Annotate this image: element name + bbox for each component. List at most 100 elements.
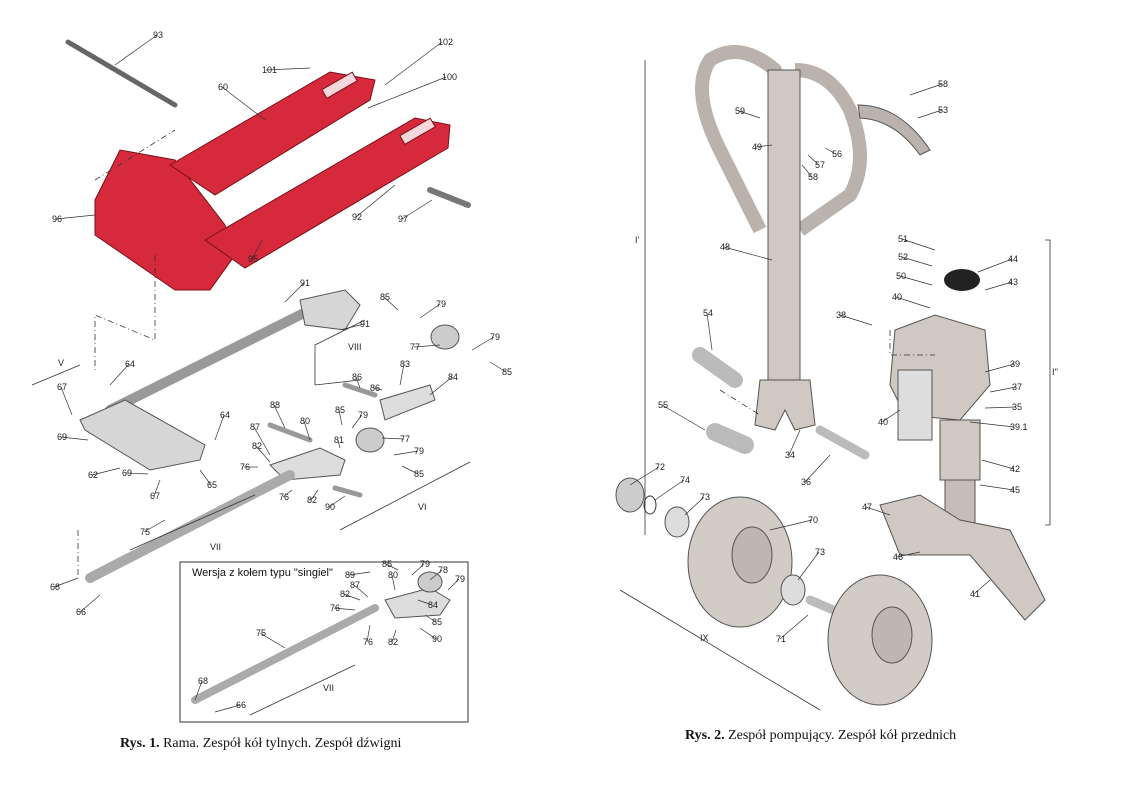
inset-rod-75 <box>191 604 379 704</box>
inset-title: Wersja z kołem typu "singiel" <box>192 567 333 579</box>
leader-line <box>417 599 433 606</box>
figure2-caption: Rys. 2. Zespół pompujący. Zespół kół prz… <box>685 728 956 744</box>
part-callout-90: 90 <box>432 634 442 644</box>
leader-line <box>385 563 399 571</box>
part-callout-85: 85 <box>432 617 442 627</box>
figure1-frame-parts <box>31 39 471 723</box>
figure2-center-lines <box>719 330 935 416</box>
part-callout-vii: VII <box>210 542 221 552</box>
part-callout-102: 102 <box>438 37 453 47</box>
leader-line <box>738 110 761 119</box>
roller-77-lower <box>355 427 385 453</box>
leader-line <box>401 199 433 220</box>
part-callout-45: 45 <box>1010 485 1020 495</box>
leader-line <box>393 450 419 456</box>
part-callout-50: 50 <box>896 271 906 281</box>
part-callout-78: 78 <box>438 565 448 575</box>
leader-line <box>755 144 773 148</box>
part-callout-76: 76 <box>240 462 250 472</box>
part-callout-79: 79 <box>436 299 446 309</box>
part-callout-93: 93 <box>153 30 163 40</box>
lever-62 <box>79 399 206 471</box>
leader-line <box>969 421 1015 428</box>
figure2-section-lines <box>619 60 1051 711</box>
pin-86a <box>342 382 378 398</box>
leader-line <box>214 704 241 713</box>
leader-line <box>471 336 495 351</box>
part-callout-66: 66 <box>236 700 246 710</box>
leader-line <box>366 624 371 643</box>
bearing-73b <box>780 574 806 606</box>
leader-line <box>284 282 305 303</box>
wheel-70-hub <box>731 526 773 584</box>
part-callout-39-1: 39.1 <box>1010 422 1028 432</box>
leader-line <box>839 314 873 326</box>
figure1-section-brackets <box>31 319 471 551</box>
link-83 <box>379 384 436 421</box>
leader-line <box>251 239 263 260</box>
part-callout-43: 43 <box>1008 277 1018 287</box>
leader-line <box>60 386 73 416</box>
wheel-71-hub <box>871 606 913 664</box>
pin-36 <box>815 425 870 460</box>
part-callout-62: 62 <box>88 470 98 480</box>
leader-line <box>303 420 311 441</box>
part-callout-34: 34 <box>785 450 795 460</box>
part-callout-100: 100 <box>442 72 457 82</box>
leader-line <box>79 594 101 613</box>
leader-line <box>253 426 271 456</box>
part-callout-83: 83 <box>400 359 410 369</box>
leader-line <box>896 551 921 558</box>
part-callout-65: 65 <box>207 480 217 490</box>
leader-line <box>769 519 813 531</box>
part-callout-52: 52 <box>898 252 908 262</box>
handle-loop-right <box>794 63 867 236</box>
leader-line <box>259 632 286 649</box>
leader-line <box>824 147 837 155</box>
part-callout-79: 79 <box>490 332 500 342</box>
part-callout-i--: I'' <box>1052 367 1058 377</box>
part-callout-75: 75 <box>256 628 266 638</box>
part-callout-ix: IX <box>700 633 709 643</box>
leader-line <box>143 519 166 533</box>
leader-line <box>338 409 343 426</box>
figure2-callouts: 58535957564958I'48514452504340385439I''3… <box>635 79 1058 644</box>
leader-line <box>255 445 271 463</box>
leader-line <box>351 414 363 429</box>
part-callout-67: 67 <box>150 491 160 501</box>
part-callout-42: 42 <box>1010 464 1020 474</box>
rod-93 <box>65 39 178 108</box>
inset-bracket-vii <box>249 664 356 716</box>
leader-line <box>401 465 419 475</box>
leader-line <box>411 563 425 576</box>
part-callout-viii: VIII <box>348 342 362 352</box>
leader-line <box>977 258 1013 273</box>
leader-line <box>273 404 286 429</box>
inset-title-text: Wersja z kołem typu "singiel" <box>192 567 333 579</box>
leader-line <box>391 574 396 591</box>
leader-line <box>684 496 705 516</box>
part-callout-85: 85 <box>380 292 390 302</box>
part-callout-68: 68 <box>198 676 208 686</box>
callout-leaders <box>53 34 1017 713</box>
leader-line <box>114 34 158 66</box>
part-callout-40: 40 <box>892 292 902 302</box>
leader-line <box>343 593 361 601</box>
leader-line <box>355 184 396 218</box>
leader-line <box>917 109 943 119</box>
leader-line <box>984 281 1013 291</box>
leader-line <box>348 571 371 576</box>
part-callout-76: 76 <box>330 603 340 613</box>
leader-line <box>973 579 991 595</box>
leader-line <box>337 439 341 449</box>
part-callout-92: 92 <box>352 212 362 222</box>
part-callout-73: 73 <box>700 492 710 502</box>
part-callout-56: 56 <box>832 149 842 159</box>
figure2-caption-text: Zespół pompujący. Zespół kół przednich <box>724 728 957 743</box>
part-callout-64: 64 <box>220 410 230 420</box>
part-callout-87: 87 <box>250 422 260 432</box>
tube-55 <box>706 423 754 454</box>
leader-line <box>489 361 507 373</box>
leader-line <box>661 404 706 431</box>
